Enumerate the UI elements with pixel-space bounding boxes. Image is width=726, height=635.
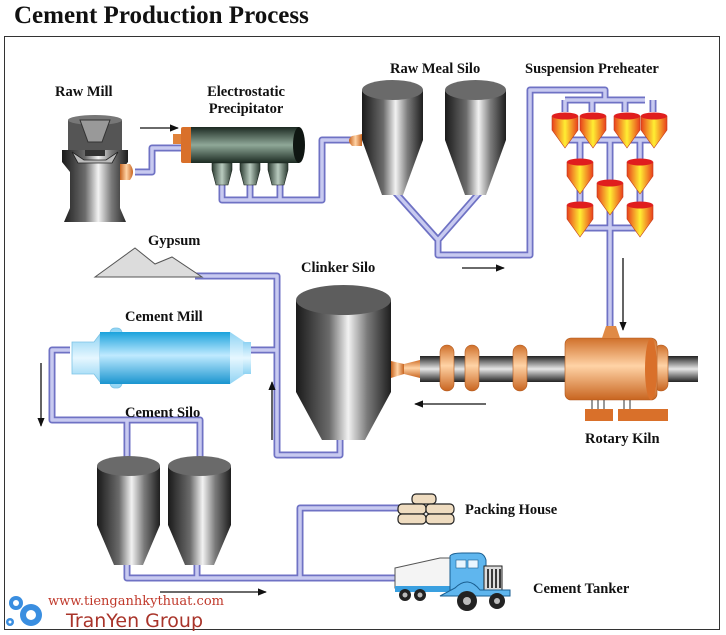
pipe-rawmill-to-precipitator [135, 144, 182, 176]
label-clinker-silo: Clinker Silo [301, 260, 376, 276]
label-packing-house: Packing House [465, 502, 558, 518]
label-electrostatic-precipitator: Electrostatic Precipitator [194, 84, 298, 118]
cement-mill-icon [71, 327, 251, 389]
gears-icon [6, 596, 42, 626]
label-suspension-preheater: Suspension Preheater [525, 61, 659, 77]
label-cement-tanker: Cement Tanker [533, 581, 630, 597]
watermark-name: TranYen Group [66, 610, 204, 632]
raw-meal-silo-icon [349, 80, 506, 195]
rotary-kiln-icon [404, 326, 698, 421]
label-electrostatic-line2: Precipitator [208, 101, 284, 117]
flow-arrows [37, 124, 627, 596]
label-rotary-kiln: Rotary Kiln [585, 431, 660, 447]
electrostatic-precipitator-icon [173, 127, 305, 186]
gypsum-icon [93, 247, 204, 278]
label-cement-silo: Cement Silo [125, 405, 201, 421]
label-gypsum: Gypsum [148, 233, 201, 249]
cement-silo-icon [97, 456, 231, 565]
packing-house-icon [397, 493, 455, 525]
clinker-silo-icon [296, 285, 404, 440]
label-electrostatic-line1: Electrostatic [207, 84, 285, 100]
label-cement-mill: Cement Mill [125, 309, 203, 325]
suspension-preheater-icon [551, 112, 668, 238]
raw-mill-icon [62, 115, 133, 222]
diagram-frame [4, 36, 720, 630]
label-raw-meal-silo: Raw Meal Silo [390, 61, 481, 77]
page-title: Cement Production Process [14, 2, 309, 29]
watermark-url: www.tienganhkythuat.com [48, 594, 224, 609]
pipes [48, 86, 657, 582]
cement-tanker-icon [394, 552, 511, 611]
label-raw-mill: Raw Mill [55, 84, 113, 100]
